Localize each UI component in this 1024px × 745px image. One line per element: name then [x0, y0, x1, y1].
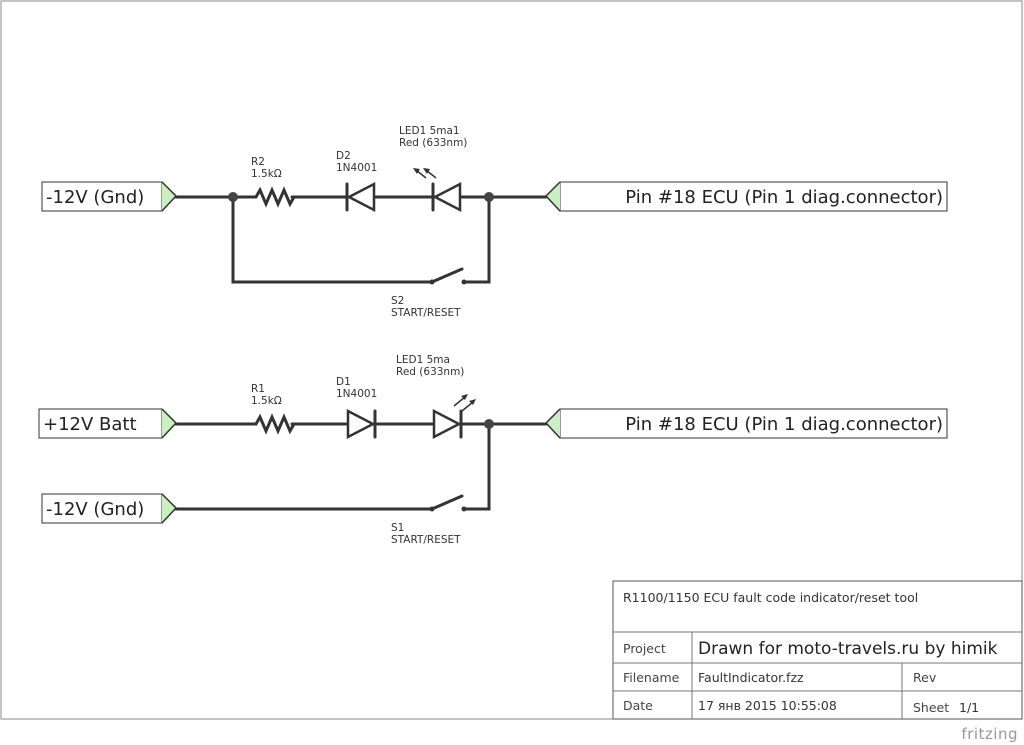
- d2-ref: D2: [336, 150, 351, 162]
- r2-ref: R2: [251, 156, 265, 168]
- net-label-batt: +12V Batt: [38, 408, 178, 439]
- net-label-gnd-bottom: -12V (Gnd): [41, 493, 178, 524]
- top-wires: [174, 195, 548, 284]
- led-bottom: LED1 5ma Red (633nm): [396, 354, 476, 440]
- switch-s2: S2 START/RESET: [391, 267, 467, 319]
- r1-value: 1.5kΩ: [251, 395, 282, 407]
- d1-value: 1N4001: [336, 388, 377, 400]
- rev-label: Rev: [913, 670, 937, 685]
- led-top-value: Red (633nm): [399, 137, 467, 149]
- diode-d2: D2 1N4001: [336, 150, 377, 213]
- sheet-frame: [0, 0, 1023, 720]
- sheet-label: Sheet: [913, 700, 949, 715]
- s2-ref: S2: [391, 295, 404, 307]
- date-label: Date: [623, 698, 653, 713]
- led-bottom-ref: LED1 5ma: [396, 354, 450, 366]
- net-label-ecu-bottom-text: Pin #18 ECU (Pin 1 diag.connector): [625, 414, 943, 435]
- filename-label: Filename: [623, 670, 680, 685]
- diode-d1: D1 1N4001: [336, 376, 377, 440]
- resistor-r1: R1 1.5kΩ: [251, 383, 296, 435]
- net-label-gnd-top-text: -12V (Gnd): [46, 187, 144, 208]
- net-label-batt-text: +12V Batt: [43, 414, 137, 435]
- led-top: LED1 5ma1 Red (633nm): [399, 125, 467, 213]
- net-label-ecu-top-text: Pin #18 ECU (Pin 1 diag.connector): [625, 187, 943, 208]
- net-label-ecu-bottom: Pin #18 ECU (Pin 1 diag.connector): [544, 408, 948, 439]
- junction-dot: [228, 192, 238, 202]
- s2-value: START/RESET: [391, 307, 461, 319]
- junction-dot: [484, 419, 494, 429]
- s1-value: START/RESET: [391, 534, 461, 546]
- fritzing-logo: fritzing: [961, 725, 1018, 743]
- r2-value: 1.5kΩ: [251, 168, 282, 180]
- switch-s1: S1 START/RESET: [391, 494, 467, 546]
- title-block-title: R1100/1150 ECU fault code indicator/rese…: [623, 590, 918, 605]
- junction-dot: [484, 192, 494, 202]
- date-value: 17 янв 2015 10:55:08: [698, 698, 837, 713]
- net-label-gnd-bottom-text: -12V (Gnd): [46, 499, 144, 520]
- r1-ref: R1: [251, 383, 265, 395]
- d2-value: 1N4001: [336, 162, 377, 174]
- net-label-gnd-top: -12V (Gnd): [41, 181, 178, 212]
- s1-ref: S1: [391, 522, 404, 534]
- filename-value: FaultIndicator.fzz: [698, 670, 804, 685]
- net-label-ecu-top: Pin #18 ECU (Pin 1 diag.connector): [544, 181, 948, 212]
- resistor-r2: R2 1.5kΩ: [251, 156, 296, 208]
- d1-ref: D1: [336, 376, 351, 388]
- project-label: Project: [623, 641, 666, 656]
- led-bottom-value: Red (633nm): [396, 366, 464, 378]
- project-value: Drawn for moto-travels.ru by himik: [698, 639, 998, 659]
- led-top-ref: LED1 5ma1: [399, 125, 460, 137]
- title-block: R1100/1150 ECU fault code indicator/rese…: [612, 580, 1023, 720]
- bottom-wires: [174, 422, 548, 511]
- sheet-value: 1/1: [959, 700, 979, 715]
